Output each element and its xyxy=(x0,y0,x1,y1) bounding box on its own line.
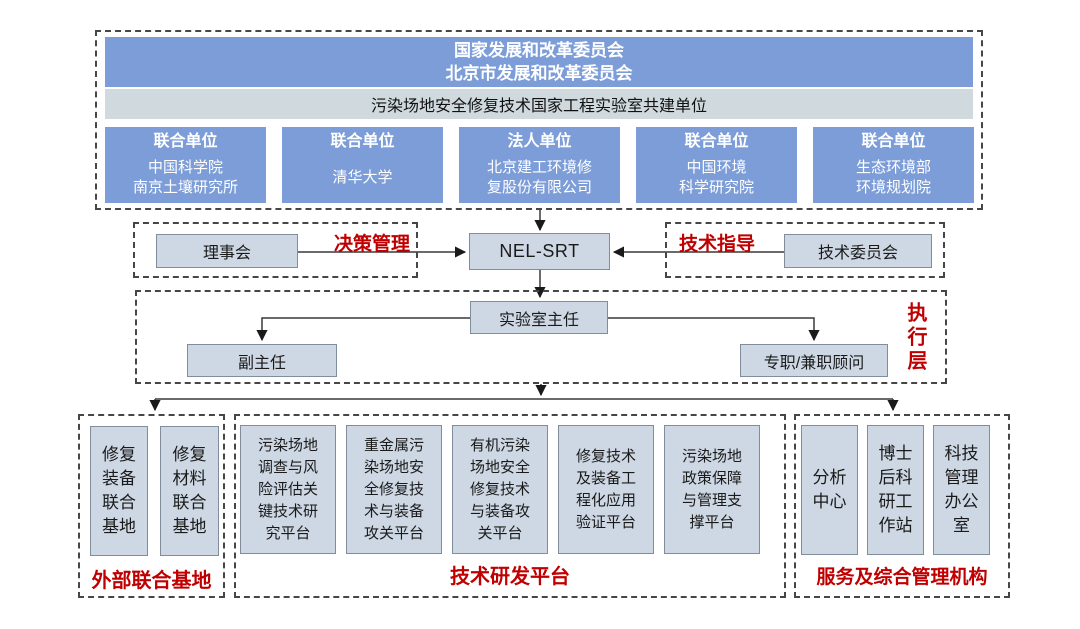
platform-text: 修复技术及装备工程化应用验证平台 xyxy=(575,447,636,531)
unit-name-line: 科学研究院 xyxy=(678,178,754,196)
unit-name-line: 南京土壤研究所 xyxy=(132,178,238,196)
committee-box: 技术委员会 xyxy=(784,234,932,268)
deputy-director-box: 副主任 xyxy=(187,344,337,377)
external-bases-group xyxy=(78,414,225,598)
platform-box-organic: 有机污染场地安全修复技术与装备攻关平台 xyxy=(452,425,548,554)
unit-mee-planning: 联合单位 生态环境部 环境规划院 xyxy=(813,127,974,203)
guidance-group xyxy=(665,222,945,278)
commission-header: 国家发展和改革委员会 北京市发展和改革委员会 xyxy=(105,37,973,87)
equipment-base-text: 修复装备联合基地 xyxy=(102,445,136,536)
tech-management-office-text: 科技管理办公室 xyxy=(944,444,979,535)
unit-cas-nanjing: 联合单位 中国科学院 南京土壤研究所 xyxy=(105,127,266,203)
lab-director-box: 实验室主任 xyxy=(470,301,608,334)
platform-text: 污染场地调查与风险评估关键技术研究平台 xyxy=(257,436,318,542)
unit-type-label: 联合单位 xyxy=(684,133,749,150)
unit-type-label: 联合单位 xyxy=(153,133,218,150)
services-label: 服务及综合管理机构 xyxy=(816,567,988,588)
platforms-label: 技术研发平台 xyxy=(450,566,570,588)
executive-layer-label: 执行层 xyxy=(904,302,926,374)
tech-management-office-box: 科技管理办公室 xyxy=(933,425,990,555)
equipment-base-box: 修复装备联合基地 xyxy=(90,426,148,556)
materials-base-box: 修复材料联合基地 xyxy=(160,426,219,556)
nel-srt-box: NEL-SRT xyxy=(469,233,610,270)
platform-box-survey: 污染场地调查与风险评估关键技术研究平台 xyxy=(240,425,336,554)
advisors-box: 专职/兼职顾问 xyxy=(740,344,888,377)
materials-base-text: 修复材料联合基地 xyxy=(172,445,207,536)
unit-name-line: 北京建工环境修复股份有限公司 xyxy=(486,158,592,196)
services-group xyxy=(794,414,1010,598)
platforms-group xyxy=(234,414,786,598)
analysis-center-text: 分析中心 xyxy=(812,468,847,511)
platform-box-policy: 污染场地政策保障与管理支撑平台 xyxy=(664,425,760,554)
analysis-center-box: 分析中心 xyxy=(801,425,858,555)
unit-name-line: 清华大学 xyxy=(332,168,393,186)
cofounders-title: 污染场地安全修复技术国家工程实验室共建单位 xyxy=(105,89,973,119)
unit-tsinghua: 联合单位 清华大学 xyxy=(282,127,443,203)
platform-box-engineering: 修复技术及装备工程化应用验证平台 xyxy=(558,425,654,554)
unit-name-line: 中国环境 xyxy=(686,158,747,176)
council-box: 理事会 xyxy=(156,234,298,268)
unit-craes: 联合单位 中国环境 科学研究院 xyxy=(636,127,797,203)
cofounders-group xyxy=(95,30,983,210)
unit-type-label: 法人单位 xyxy=(507,133,572,150)
commission-line2: 北京市发展和改革委员会 xyxy=(445,64,633,83)
postdoc-station-text: 博士后科研工作站 xyxy=(878,444,913,535)
unit-type-label: 联合单位 xyxy=(861,133,926,150)
decision-group xyxy=(133,222,418,278)
unit-name-line: 中国科学院 xyxy=(147,158,223,176)
external-bases-label: 外部联合基地 xyxy=(91,570,212,592)
postdoc-station-box: 博士后科研工作站 xyxy=(867,425,924,555)
platform-text: 有机污染场地安全修复技术与装备攻关平台 xyxy=(469,436,530,542)
unit-bceer-legal-entity: 法人单位 北京建工环境修复股份有限公司 xyxy=(459,127,620,203)
unit-type-label: 联合单位 xyxy=(330,133,395,150)
unit-name-line: 生态环境部 xyxy=(855,158,931,176)
platform-box-heavy-metal: 重金属污染场地安全修复技术与装备攻关平台 xyxy=(346,425,442,554)
executive-group xyxy=(135,290,947,384)
unit-name-line: 环境规划院 xyxy=(855,178,931,196)
platform-text: 重金属污染场地安全修复技术与装备攻关平台 xyxy=(363,436,424,542)
decision-management-label: 决策管理 xyxy=(334,234,411,255)
platform-text: 污染场地政策保障与管理支撑平台 xyxy=(681,447,742,531)
commission-line1: 国家发展和改革委员会 xyxy=(454,41,624,60)
technical-guidance-label: 技术指导 xyxy=(679,234,756,255)
